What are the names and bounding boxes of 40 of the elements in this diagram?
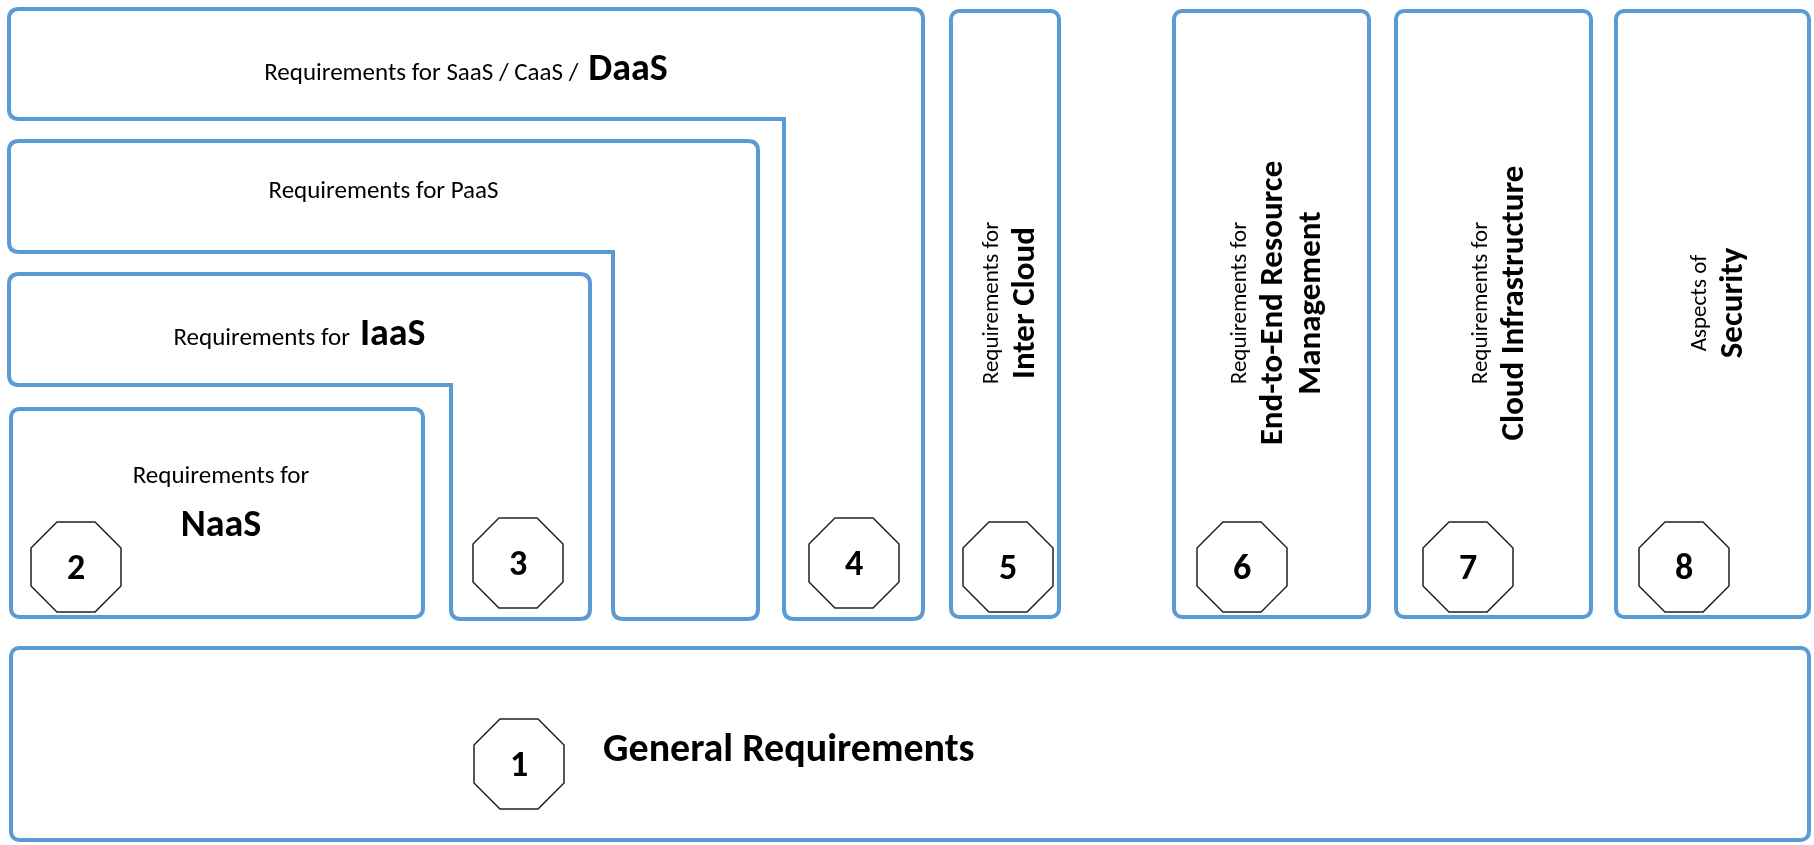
octagon-badge	[472, 517, 564, 609]
requirement-title: General Requirements	[603, 722, 975, 774]
l-shaped-panel	[9, 274, 590, 619]
section-number: 7	[1458, 544, 1478, 591]
requirement-box	[9, 407, 425, 619]
requirement-title: Security	[1711, 247, 1750, 359]
requirement-column	[949, 9, 1061, 619]
requirement-title: IaaS	[359, 308, 426, 357]
requirement-label: Requirements for PaaS	[268, 173, 499, 207]
section-number: 8	[1674, 544, 1694, 591]
l-shaped-panel	[9, 9, 923, 619]
section-number: 1	[509, 741, 529, 788]
requirement-title: DaaS	[588, 43, 668, 92]
octagon-badge	[962, 521, 1054, 613]
requirement-label: Requirements for	[976, 221, 1004, 385]
l-shaped-panel	[9, 141, 758, 619]
section-number: 4	[844, 540, 864, 587]
section-number: 3	[508, 540, 528, 587]
requirement-label: Requirements for NaaS	[131, 458, 311, 548]
requirement-label: Requirements for SaaS / CaaS /	[264, 55, 579, 89]
requirement-label: Requirements for	[1464, 221, 1493, 385]
requirement-column	[1614, 9, 1811, 619]
requirement-column	[1172, 9, 1371, 619]
octagon-badge	[808, 517, 900, 609]
octagon-badge	[1422, 521, 1514, 613]
octagon-badge	[30, 521, 122, 613]
requirement-column	[1394, 9, 1593, 619]
section-number: 5	[998, 544, 1018, 591]
section-number: 2	[66, 544, 86, 591]
octagon-badge	[1196, 521, 1288, 613]
octagon-badge	[473, 718, 565, 810]
octagon-badge	[1638, 521, 1730, 613]
section-number: 6	[1232, 544, 1252, 591]
requirement-label: Requirements for	[173, 320, 350, 354]
requirement-label: Aspects of	[1683, 254, 1712, 352]
requirement-label: Requirements for	[1223, 221, 1252, 385]
requirement-title: End-to-End Resource Management	[1251, 159, 1328, 448]
requirement-title: Cloud Infrastructure	[1492, 165, 1531, 441]
requirement-title: Inter Cloud	[1004, 227, 1042, 379]
requirement-band	[9, 646, 1811, 842]
